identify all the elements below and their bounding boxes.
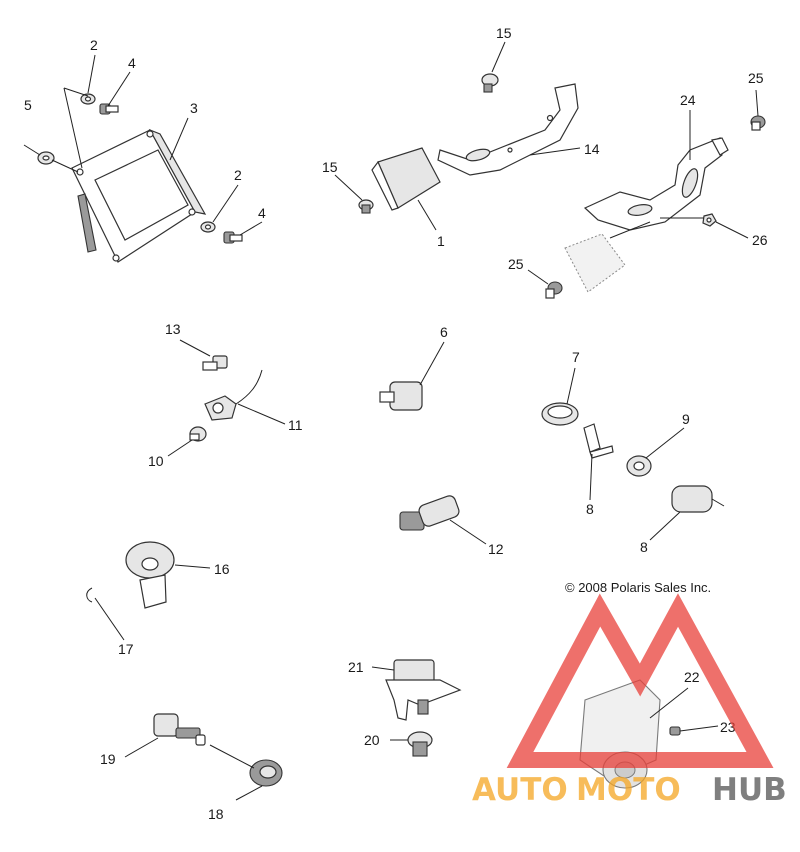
callout-labels: 1 2 2 3 4 4 5 6 7 8 8 9 10 11 12 13 14 1… <box>24 25 768 822</box>
washer-2-top <box>80 93 96 105</box>
grommet-18 <box>249 759 283 787</box>
nut-9 <box>626 455 652 477</box>
nut-26 <box>702 213 717 227</box>
callout-4-top: 4 <box>128 55 136 71</box>
sensor-19 <box>153 713 206 746</box>
ecu-module <box>71 128 207 263</box>
watermark-text-hub: HUB <box>712 772 787 808</box>
callout-24: 24 <box>680 92 696 108</box>
watermark-text-moto: MOTO <box>576 772 681 808</box>
callout-7: 7 <box>572 349 580 365</box>
callout-20: 20 <box>364 732 380 748</box>
callout-10: 10 <box>148 453 164 469</box>
push-clip-25-top <box>750 115 766 131</box>
callout-25-top: 25 <box>748 70 764 86</box>
sensor-12 <box>399 495 460 531</box>
callout-12: 12 <box>488 541 504 557</box>
callout-15-left: 15 <box>322 159 338 175</box>
callout-11: 11 <box>288 417 303 433</box>
e-clip-17 <box>86 587 93 603</box>
callout-19: 19 <box>100 751 116 767</box>
callout-13: 13 <box>165 321 181 337</box>
callout-3: 3 <box>190 100 198 116</box>
bolt-13 <box>202 355 228 371</box>
callout-14: 14 <box>584 141 600 157</box>
callout-4-bottom: 4 <box>258 205 266 221</box>
pad-1 <box>371 147 441 211</box>
watermark-logo: AUTO MOTO HUB <box>472 593 787 808</box>
callout-2-top: 2 <box>90 37 98 53</box>
callout-18: 18 <box>208 806 224 822</box>
warning-triangle-logo <box>506 593 774 768</box>
screw-23 <box>669 726 681 736</box>
washer-2-bottom <box>200 221 216 233</box>
callout-21: 21 <box>348 659 364 675</box>
sensor-6 <box>379 381 423 411</box>
clip-8-flat <box>583 423 614 459</box>
sensor-11 <box>204 369 263 421</box>
mounting-bracket-24 <box>583 137 729 231</box>
callout-26: 26 <box>752 232 768 248</box>
leader-lines <box>23 41 759 801</box>
washer-5 <box>37 151 55 165</box>
callout-5: 5 <box>24 97 32 113</box>
plug-20 <box>407 731 433 757</box>
map-sensor-21 <box>385 659 462 721</box>
callout-25-bottom: 25 <box>508 256 524 272</box>
callout-8-right: 8 <box>640 539 648 555</box>
plug-10 <box>189 426 207 442</box>
callout-15-top: 15 <box>496 25 512 41</box>
mounting-bracket-14 <box>437 83 579 176</box>
callout-2-bottom: 2 <box>234 167 242 183</box>
copyright-notice: © 2008 Polaris Sales Inc. <box>565 580 711 595</box>
callout-16: 16 <box>214 561 230 577</box>
callout-22: 22 <box>684 669 700 685</box>
sensor-8 <box>671 485 725 513</box>
callout-6: 6 <box>440 324 448 340</box>
push-clip-15-top <box>481 73 499 93</box>
knock-sensor-16 <box>125 541 175 609</box>
ring-7 <box>541 402 579 426</box>
screw-4-top <box>99 103 119 115</box>
callout-1: 1 <box>437 233 445 249</box>
callout-17: 17 <box>118 641 134 657</box>
callout-8-left: 8 <box>586 501 594 517</box>
screw-4-bottom <box>223 231 243 244</box>
push-clip-25-bottom <box>545 281 563 299</box>
push-clip-15-left <box>358 199 374 214</box>
watermark-text-auto: AUTO <box>472 772 568 808</box>
pad-faint <box>564 233 626 293</box>
callout-9: 9 <box>682 411 690 427</box>
